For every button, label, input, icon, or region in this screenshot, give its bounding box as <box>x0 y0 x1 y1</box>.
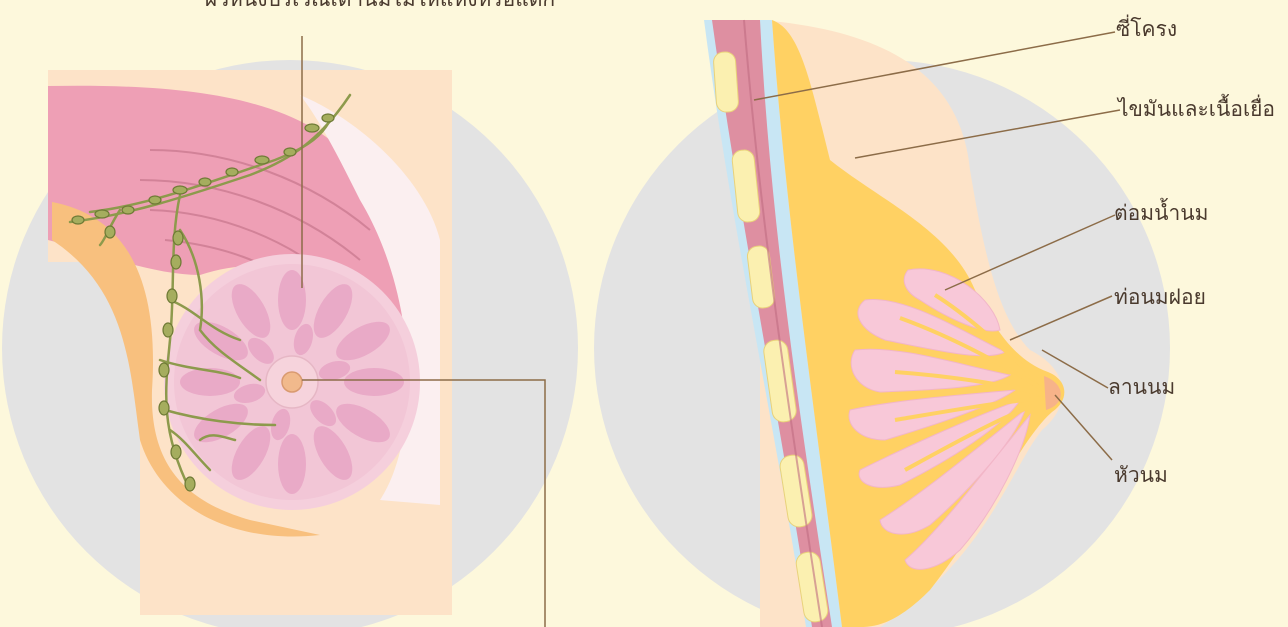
nipple <box>282 372 302 392</box>
label-ribs: ซี่โครง <box>1116 14 1177 41</box>
label-nipple: หัวนม <box>1114 463 1168 487</box>
left-panel: ผิวหนังบริเวณเต้านมไม่ให้แห้งหรือแตก <box>2 0 578 627</box>
left-top-label: ผิวหนังบริเวณเต้านมไม่ให้แห้งหรือแตก <box>205 0 555 11</box>
label-areola: ลานนม <box>1108 375 1175 399</box>
label-milk-ducts: ท่อนมฝอย <box>1114 285 1206 309</box>
label-fat-tissue: ไขมันและเนื้อเยื่อ <box>1116 94 1275 121</box>
right-panel: ซี่โครง ไขมันและเนื้อเยื่อ ต่อมน้ำนม ท่อ… <box>594 14 1275 627</box>
label-milk-glands: ต่อมน้ำนม <box>1114 198 1208 225</box>
